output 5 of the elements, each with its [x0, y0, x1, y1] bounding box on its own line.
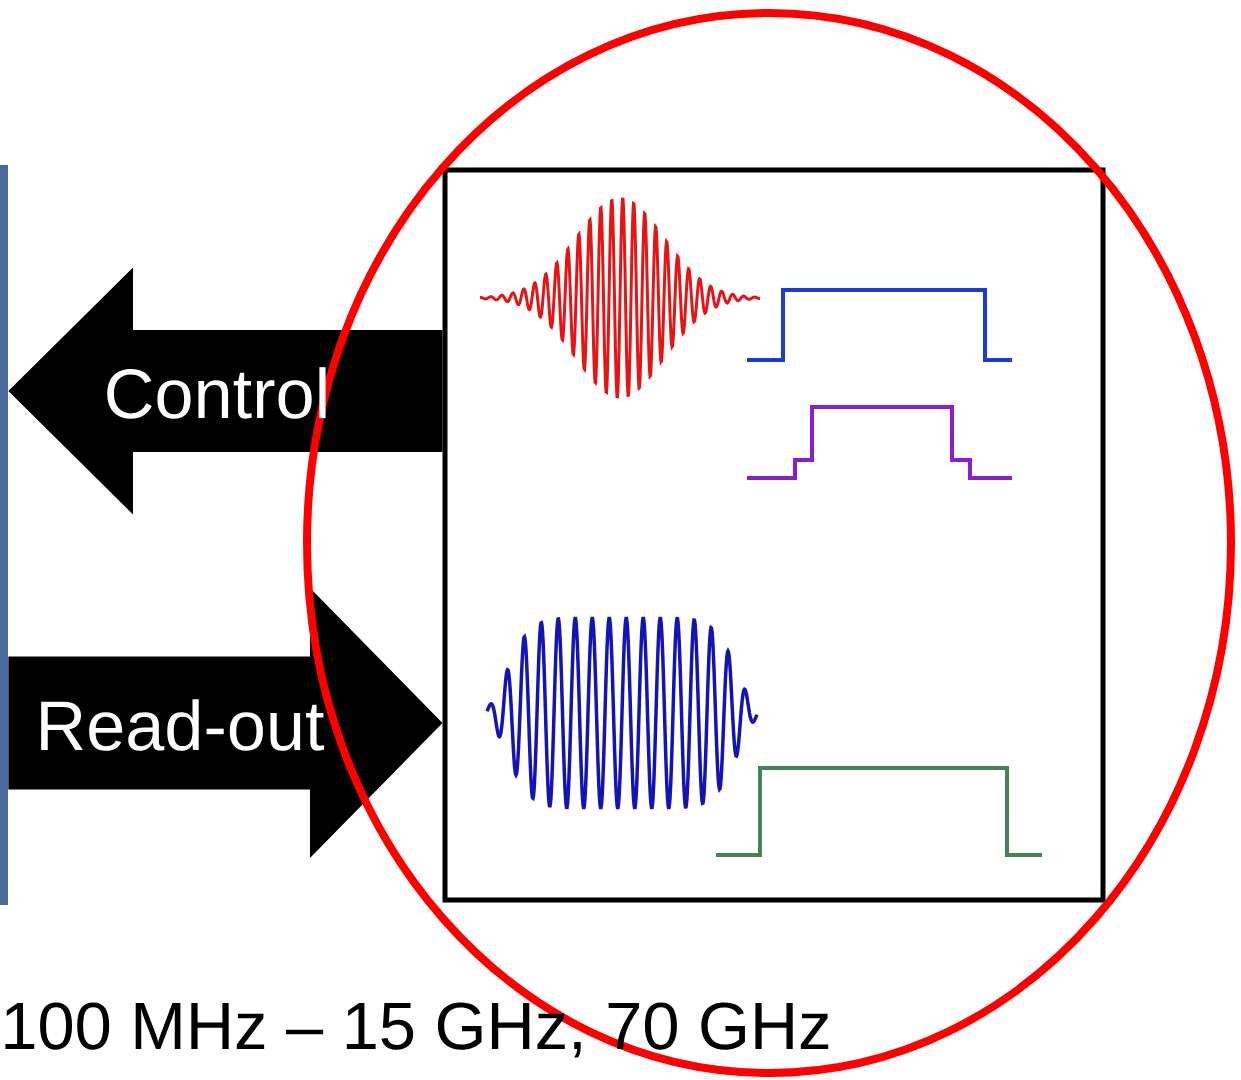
frequency-label: 100 MHz – 15 GHz, 70 GHz: [5, 1002, 829, 1058]
block-arrow: [8, 267, 443, 515]
edge-label: Read-out: [41, 699, 324, 751]
frame-box: [442, 167, 1106, 903]
bar: [0, 165, 8, 905]
